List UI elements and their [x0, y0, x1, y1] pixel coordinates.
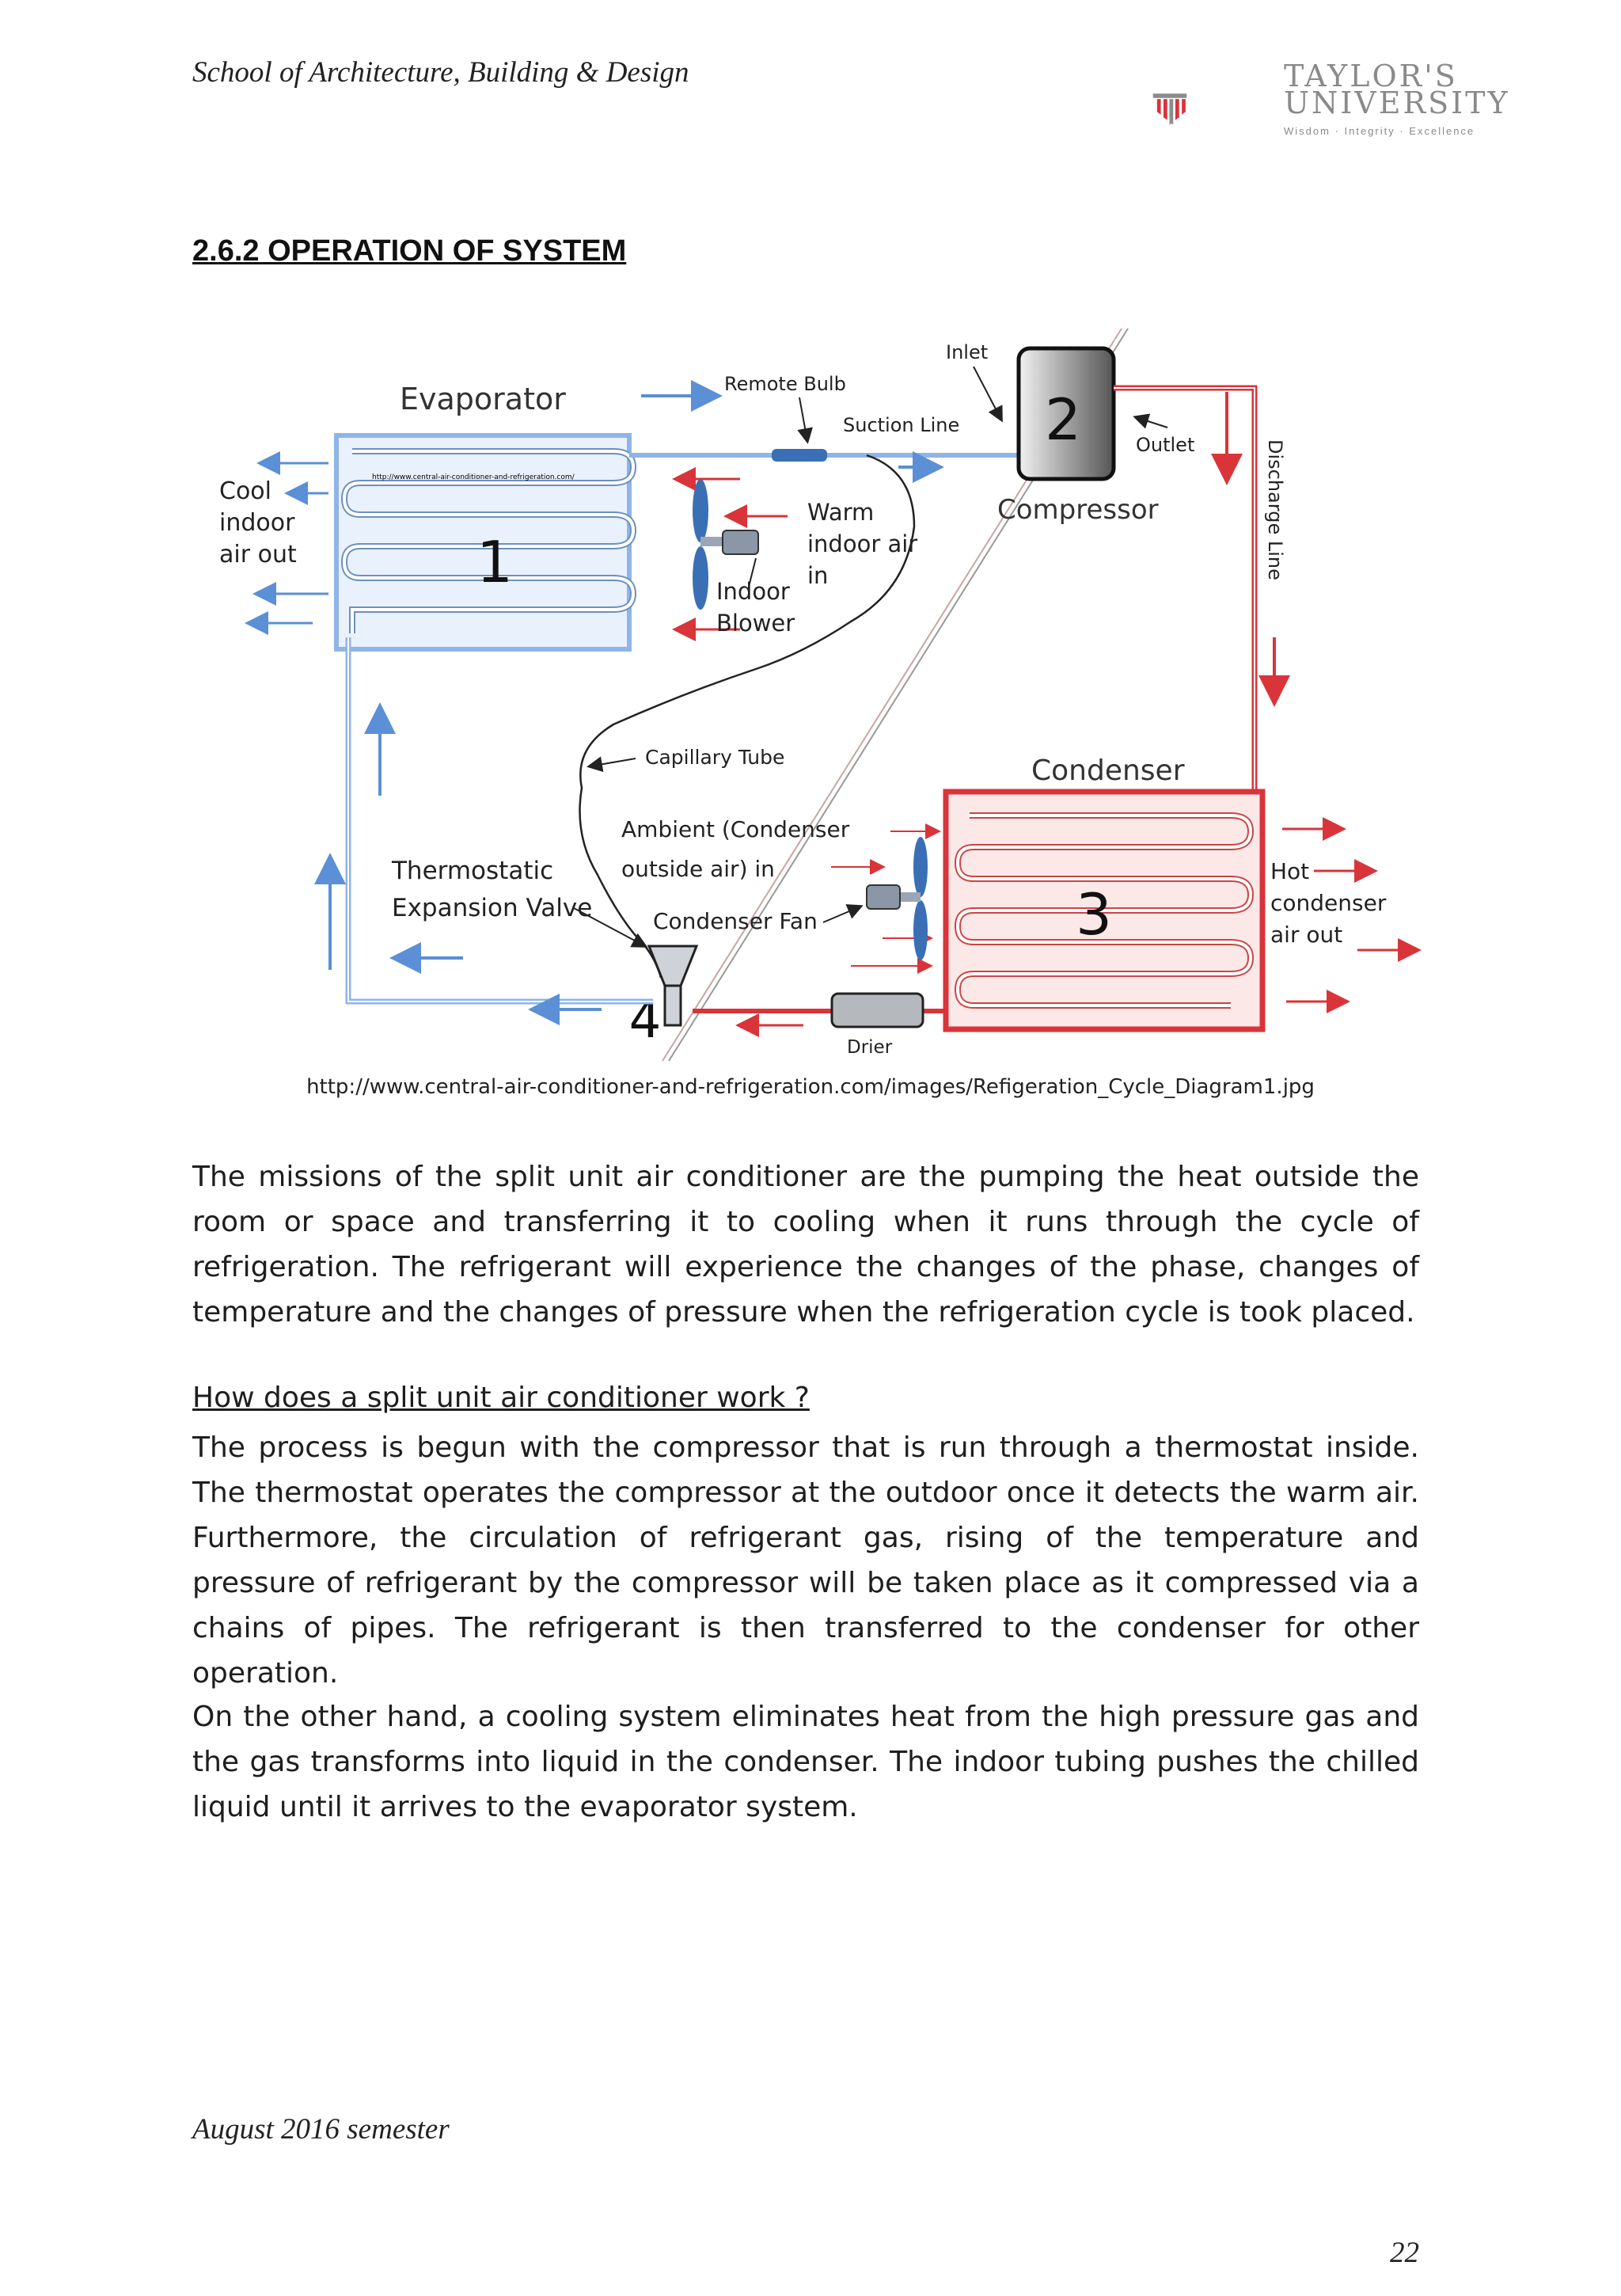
condenser-fan-label: Condenser Fan — [653, 908, 818, 934]
drier-label: Drier — [847, 1037, 893, 1058]
cool-air-label-1: Cool — [219, 477, 271, 505]
section-heading: 2.6.2 OPERATION OF SYSTEM — [192, 234, 627, 268]
logo-tagline: Wisdom · Integrity · Excellence — [1284, 125, 1475, 137]
warm-air-label-2: indoor air — [807, 530, 917, 557]
warm-air-label-1: Warm — [807, 499, 874, 526]
indoor-blower-label-1: Indoor — [716, 578, 790, 605]
tev-label-2: Expansion Valve — [392, 894, 592, 922]
cool-air-label-3: air out — [219, 541, 297, 568]
paragraph-cooling: On the other hand, a cooling system elim… — [192, 1701, 1419, 1823]
evaporator-label: Evaporator — [400, 382, 566, 416]
page-number: 22 — [1390, 2237, 1419, 2269]
paragraph-process: The process is begun with the compressor… — [192, 1431, 1419, 1690]
logo-name-line1: TAYLOR'S — [1284, 59, 1458, 93]
discharge-line-label: Discharge Line — [1264, 439, 1286, 580]
school-name: School of Architecture, Building & Desig… — [192, 56, 689, 89]
tev-label-1: Thermostatic — [391, 857, 553, 885]
hot-air-label-1: Hot — [1270, 858, 1309, 884]
footer-semester: August 2016 semester — [192, 2113, 450, 2146]
outlet-label: Outlet — [1136, 434, 1194, 456]
evaporator-number: 1 — [476, 529, 513, 595]
hot-air-label-3: air out — [1270, 922, 1342, 948]
remote-bulb-label: Remote Bulb — [724, 373, 846, 395]
suction-line-label: Suction Line — [843, 414, 959, 436]
compressor-number: 2 — [1045, 386, 1081, 453]
condenser-label: Condenser — [1031, 755, 1185, 787]
ambient-air-label-1: Ambient (Condenser — [621, 816, 850, 842]
evaporator-url-label: http://www.central-air-conditioner-and-r… — [372, 473, 575, 481]
capillary-tube-label: Capillary Tube — [645, 746, 784, 769]
subheading: How does a split unit air conditioner wo… — [192, 1382, 810, 1414]
compressor-label: Compressor — [997, 494, 1159, 526]
inlet-label: Inlet — [946, 341, 988, 363]
image-source-caption: http://www.central-air-conditioner-and-r… — [306, 1075, 1315, 1099]
paragraph-intro: The missions of the split unit air condi… — [192, 1161, 1419, 1329]
cool-air-label-2: indoor — [219, 509, 295, 537]
indoor-blower-label-2: Blower — [716, 610, 795, 637]
warm-air-label-3: in — [807, 562, 828, 589]
ambient-air-label-2: outside air) in — [621, 856, 775, 882]
logo-name-line2: UNIVERSITY — [1284, 86, 1510, 120]
hot-air-label-2: condenser — [1270, 890, 1387, 916]
condenser-number: 3 — [1076, 881, 1112, 948]
refrigeration-cycle-diagram: http://www.central-air-conditioner-and-r… — [219, 328, 1422, 1062]
university-logo-mark — [1152, 93, 1187, 125]
